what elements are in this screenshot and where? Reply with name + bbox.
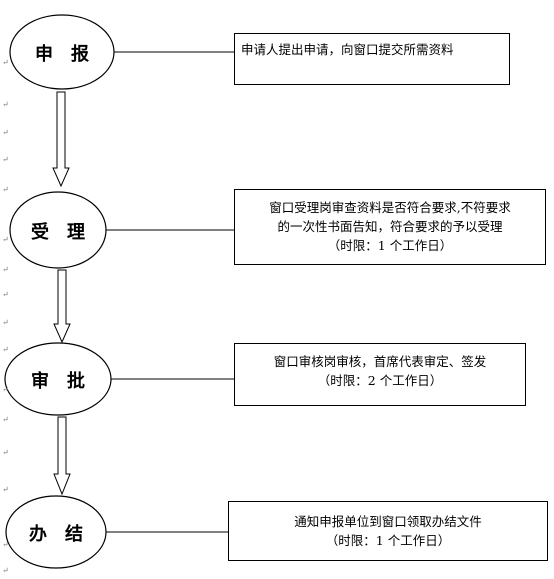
stage-text-banjie-line-1: 通知申报单位到窗口领取办结文件 <box>294 514 482 529</box>
paragraph-mark: ↵ <box>2 235 9 244</box>
stage-label-shouli: 受 理 <box>31 222 85 243</box>
paragraph-mark: ↵ <box>2 265 9 274</box>
paragraph-mark: ↵ <box>2 58 9 67</box>
paragraph-mark: ↵ <box>2 345 9 354</box>
stage-text-shouli-line-1: 窗口受理岗审查资料是否符合要求,不符要求 <box>269 200 511 215</box>
paragraph-mark: ↵ <box>2 485 9 494</box>
paragraph-mark: ↵ <box>2 100 9 109</box>
stage-label-shenbao: 申 报 <box>35 44 89 65</box>
stage-text-shouli-line-3: （时限：1 个工作日） <box>327 238 453 253</box>
stage-label-banjie: 办 结 <box>29 524 83 545</box>
stage-text-shenpi-line-1: 窗口审核岗审核，首席代表审定、签发 <box>273 354 487 369</box>
stage-text-banjie-line-2: （时限：1 个工作日） <box>325 533 451 548</box>
stage-text-shenbao-line-1: 申请人提出申请，向窗口提交所需资料 <box>241 42 454 57</box>
stage-box-banjie: 通知申报单位到窗口领取办结文件 （时限：1 个工作日） <box>228 501 548 561</box>
stage-text-shenpi-line-2: （时限：2 个工作日） <box>317 373 443 388</box>
down-arrow-2 <box>53 269 71 344</box>
paragraph-mark: ↵ <box>2 566 9 575</box>
paragraph-mark: ↵ <box>2 128 9 137</box>
stage-label-shenpi: 审 批 <box>31 371 85 392</box>
down-arrow-3 <box>53 416 71 496</box>
paragraph-mark: ↵ <box>2 185 9 194</box>
stage-box-shouli: 窗口受理岗审查资料是否符合要求,不符要求 的一次性书面告知，符合要求的予以受理 … <box>234 189 546 265</box>
paragraph-mark: ↵ <box>2 155 9 164</box>
paragraph-mark: ↵ <box>2 318 9 327</box>
paragraph-mark: ↵ <box>2 540 9 549</box>
paragraph-mark: ↵ <box>2 448 9 457</box>
stage-text-shouli-line-2: 的一次性书面告知，符合要求的予以受理 <box>277 219 503 234</box>
paragraph-mark: ↵ <box>2 290 9 299</box>
stage-box-shenpi: 窗口审核岗审核，首席代表审定、签发 （时限：2 个工作日） <box>234 343 526 406</box>
paragraph-mark: ↵ <box>2 385 9 394</box>
down-arrow-1 <box>52 91 70 188</box>
paragraph-mark: ↵ <box>2 415 9 424</box>
stage-box-shenbao: 申请人提出申请，向窗口提交所需资料 <box>234 33 510 85</box>
